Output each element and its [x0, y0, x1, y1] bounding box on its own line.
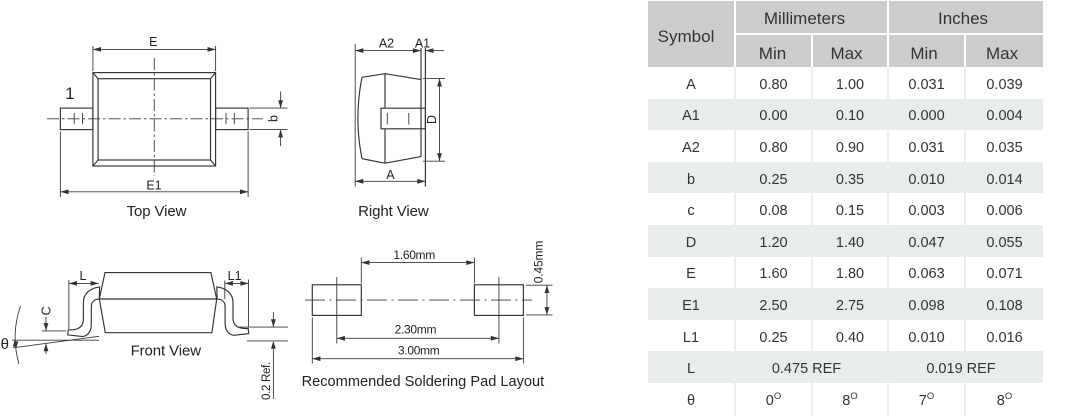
svg-text:3.00mm: 3.00mm [398, 343, 440, 357]
svg-text:E: E [149, 35, 157, 49]
svg-text:Right View: Right View [358, 203, 429, 220]
svg-text:2.30mm: 2.30mm [395, 323, 437, 337]
svg-text:b: b [267, 115, 281, 122]
svg-text:L1: L1 [228, 269, 242, 283]
svg-text:Recommended Soldering Pad Layo: Recommended Soldering Pad Layout [302, 374, 545, 390]
svg-text:A1: A1 [415, 37, 430, 51]
svg-text:A2: A2 [379, 37, 394, 51]
svg-text:E1: E1 [146, 179, 161, 193]
svg-text:C: C [39, 306, 53, 315]
svg-text:0.45mm: 0.45mm [532, 241, 546, 284]
svg-text:D: D [425, 115, 439, 124]
svg-text:0.2 Ref.: 0.2 Ref. [261, 362, 273, 400]
svg-text:1.60mm: 1.60mm [393, 248, 435, 262]
svg-text:Front View: Front View [131, 343, 202, 360]
svg-text:L: L [80, 269, 87, 283]
svg-text:1: 1 [65, 84, 74, 103]
svg-text:A: A [386, 168, 395, 182]
svg-text:Top View: Top View [127, 203, 187, 220]
svg-text:θ: θ [1, 336, 9, 353]
